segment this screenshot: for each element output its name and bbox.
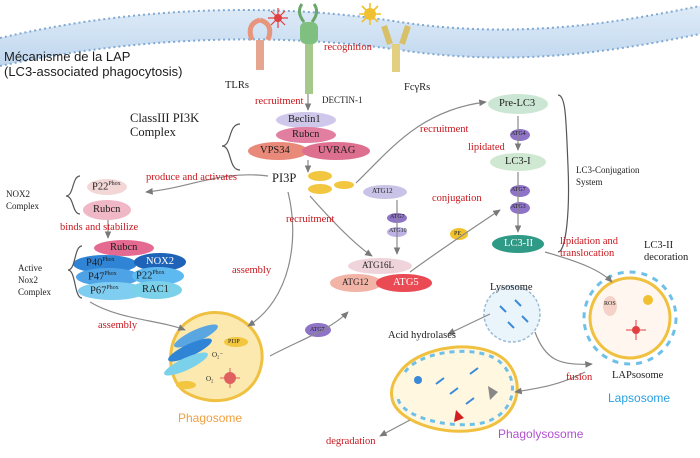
beclin-label: Beclin1 [288,114,321,125]
pi3k-complex-line2: Complex [130,125,176,139]
title-line1: Mécanisme de la LAP [4,49,131,64]
lc3ii-decoration-line1: LC3-II [644,240,674,251]
title-line2: (LC3-associated phagocytosis) [4,64,183,79]
atg7-conj-label: ATG7 [511,187,526,193]
uvrag-label: UVRAG [318,145,356,156]
p47-phox-label: P47Phox [88,271,117,283]
rubcn-pi3k-label: Rubcn [292,129,320,140]
atg5-label: ATG5 [393,277,419,288]
dectin-label: DECTIN-1 [322,95,363,105]
lysosome-label: Lysosome [490,282,533,293]
pi3k-bracket [221,123,241,171]
lc3i-label: LC3-I [505,156,531,167]
atg4-label: ATG4 [511,131,526,137]
ligand-star-icon [268,3,381,28]
pre-lc3-label: Pre-LC3 [499,98,536,109]
conjugation-label: conjugation [432,193,482,204]
lc3-system-line1: LC3-Conjugation [576,165,640,175]
tlr-receptor-icon [247,17,273,70]
phagosome-shape [164,310,264,402]
fcgr-label: FcγRs [404,82,431,93]
lysosome-shape [483,285,541,343]
active-nox2-line1: Active [18,263,42,273]
p22-phox-label: P22Phox [92,181,121,193]
produce-activates-label: produce and activates [146,172,237,183]
degradation-label: degradation [326,436,376,447]
lapsosome-shape [582,270,678,366]
fcgr-receptor-icon [381,25,411,72]
active-nox2-bracket [67,245,83,299]
pi3p-lipid-icons [308,171,354,194]
phagosome-label: Phagosome [178,411,243,425]
rubcn-active-label: Rubcn [110,242,138,253]
rac1-label: RAC1 [142,284,169,295]
lipidated-label: lipidated [468,142,505,153]
nox2-label: NOX2 [146,256,174,267]
atg16l-label: ATG16L [362,260,394,270]
lc3ii-decoration-line2: decoration [644,252,689,263]
phagolysosome-shape [390,345,519,433]
lapsosome-label: Lapsosome [608,391,671,405]
active-nox2-line2: Nox2 [18,275,38,285]
lapsosome-inner-label: LAPsosome [612,370,664,381]
p22-active-label: P22Phox [136,270,165,282]
nox2-complex-line1: NOX2 [6,189,30,199]
nox2-complex-line2: Complex [6,201,39,211]
vps34-label: VPS34 [260,145,290,156]
conjugation-shapes [305,94,548,337]
pi3k-complex-shapes [248,112,370,160]
pi3k-complex-line1: ClassIII PI3K [130,111,200,125]
binds-stabilize-label: binds and stabilize [60,222,139,233]
atg10-label: ATG10 [389,228,407,234]
phagolysosome-label: Phagolysosome [498,427,584,441]
o2-minus-label: O₂⁻ [212,351,224,359]
lipidation-line2: translocation [560,248,615,259]
atg3-label: ATG3 [511,204,526,210]
atg7-phago-label: ATG7 [310,327,325,333]
o2-label: O₂ [206,375,214,383]
recruitment-pre-label: recruitment [420,124,469,135]
dectin-receptor-icon [297,3,319,94]
ros-label: ROS [604,301,616,307]
nox2-bracket [65,175,81,215]
rubcn-nox2-label: Rubcn [93,204,121,215]
nox2-shapes [73,179,186,300]
recruitment-pi3k-label: recruitment [255,96,304,107]
cell-membrane [0,5,700,67]
pe-label: PE [454,231,462,237]
assembly-right-label: assembly [232,265,272,276]
pi3p-phago-label: PI3P [228,339,240,345]
assembly-left-label: assembly [98,320,138,331]
lc3ii-label: LC3-II [504,238,534,249]
pi3p-label: PI3P [272,171,297,185]
fusion-label: fusion [566,372,593,383]
p67-phox-label: P67Phox [90,285,119,297]
active-nox2-line3: Complex [18,287,51,297]
recruitment-mid-label: recruitment [286,214,335,225]
recognition-label: recognition [324,42,372,53]
lc3-system-line2: System [576,177,603,187]
atg12-bottom-label: ATG12 [342,277,369,287]
conjugation-bracket [557,94,570,253]
atg12-top-label: ATG12 [372,187,393,195]
lipidation-line1: lipidation and [560,236,619,247]
p40-phox-label: P40Phox [86,257,115,269]
tlrs-label: TLRs [225,80,249,91]
atg7-mid-label: ATG7 [390,214,405,220]
acid-hydrolases-label: Acid hydrolases [388,330,456,341]
pathway-arrows [89,94,613,437]
